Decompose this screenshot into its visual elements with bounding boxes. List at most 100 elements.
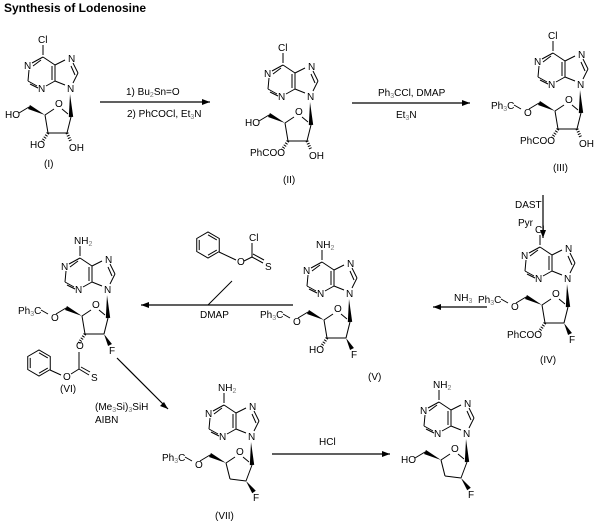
ring-n9: N bbox=[307, 92, 314, 103]
phenoxy-oxygen: O bbox=[63, 372, 71, 383]
ring-n9: N bbox=[67, 84, 74, 95]
aromatic-double-bond bbox=[38, 367, 49, 374]
benzoate-3prime: PhCOO bbox=[520, 136, 555, 147]
chloro-label: Cl bbox=[535, 225, 544, 236]
chloro-label: Cl bbox=[249, 233, 258, 244]
bond bbox=[243, 256, 253, 262]
ring-n7: N bbox=[347, 259, 354, 270]
ether-oxygen: O bbox=[511, 302, 519, 313]
bond bbox=[258, 114, 270, 122]
bond bbox=[54, 80, 66, 86]
bond bbox=[524, 270, 535, 277]
reagent-dast: DAST bbox=[515, 200, 542, 211]
bond bbox=[49, 369, 62, 376]
compound-label-I: (I) bbox=[44, 159, 53, 170]
reaction-arrow-7: HCl bbox=[272, 437, 390, 457]
wedge-bond bbox=[65, 306, 82, 316]
bond bbox=[441, 425, 452, 432]
hydroxyl-2prime: OH bbox=[69, 143, 84, 154]
amino-label: NH2 bbox=[433, 380, 451, 392]
bond bbox=[500, 298, 509, 304]
bond bbox=[223, 404, 237, 414]
chloro-label: Cl bbox=[278, 43, 287, 54]
benzoate-3prime: PhCOO bbox=[507, 330, 542, 341]
ring-n9: N bbox=[577, 80, 584, 91]
wedge-bond bbox=[578, 90, 584, 114]
bond bbox=[349, 270, 355, 281]
bond bbox=[78, 368, 90, 376]
ring-n7: N bbox=[578, 50, 585, 61]
thione-sulfur: S bbox=[265, 262, 272, 273]
bond bbox=[571, 104, 579, 111]
bond bbox=[345, 321, 351, 339]
bond bbox=[81, 309, 92, 317]
bond bbox=[457, 453, 465, 460]
ring-n7: N bbox=[105, 255, 112, 266]
ether-oxygen: O bbox=[524, 108, 532, 119]
bond bbox=[245, 464, 253, 482]
reagent-et3n: Et3N bbox=[396, 110, 417, 122]
ring-oxygen: O bbox=[334, 304, 342, 315]
trityl-label: Ph3C bbox=[260, 310, 283, 322]
bond bbox=[450, 425, 462, 431]
bond bbox=[252, 253, 265, 261]
bond bbox=[563, 306, 569, 324]
ring-n3: N bbox=[434, 429, 441, 440]
bond bbox=[27, 69, 30, 82]
wedge-bond bbox=[347, 299, 353, 323]
reaction-arrow-6: (Me3Si)3SiH AIBN bbox=[95, 357, 169, 426]
amino-label: NH2 bbox=[218, 383, 236, 395]
bond bbox=[64, 281, 75, 288]
bond bbox=[554, 104, 565, 112]
bond bbox=[513, 104, 522, 110]
bond bbox=[40, 309, 49, 315]
hydroxyl-2prime: OH bbox=[579, 139, 594, 150]
ring-oxygen: O bbox=[451, 444, 459, 455]
reagent-aibn: AIBN bbox=[95, 415, 118, 426]
bond bbox=[297, 311, 309, 319]
trityl-label: Ph3C bbox=[478, 295, 501, 307]
bond bbox=[554, 110, 559, 130]
bond bbox=[27, 80, 38, 87]
wedge-bond bbox=[346, 338, 354, 351]
bond bbox=[306, 285, 317, 292]
wedge-bond bbox=[104, 334, 112, 347]
reaction-arrow-4: NH3 bbox=[433, 293, 487, 310]
bond bbox=[235, 428, 247, 434]
wedge-bond bbox=[268, 113, 285, 123]
bond bbox=[242, 456, 250, 463]
thione-sulfur: S bbox=[91, 373, 98, 384]
reagent-hcl: HCl bbox=[319, 437, 336, 448]
ring-oxygen: O bbox=[565, 95, 573, 106]
bond bbox=[414, 451, 426, 459]
hashed-bond bbox=[319, 337, 329, 348]
bond bbox=[44, 114, 49, 134]
aromatic-double-bond bbox=[38, 352, 49, 359]
ring-n3: N bbox=[317, 289, 324, 300]
bond bbox=[285, 88, 296, 95]
reaction-arrow-3: DAST Pyr bbox=[515, 195, 546, 238]
ring-n1: N bbox=[24, 61, 31, 72]
wedge-bond bbox=[105, 295, 111, 319]
bond bbox=[539, 246, 553, 256]
trityl-label: Ph3C bbox=[18, 306, 41, 318]
aromatic-double-bond bbox=[207, 234, 218, 241]
bond bbox=[70, 368, 80, 375]
ring-n3: N bbox=[535, 274, 542, 285]
fluoro-label: F bbox=[468, 490, 474, 501]
bond bbox=[580, 61, 586, 72]
hydroxyl-5prime: HO bbox=[401, 455, 416, 466]
bond bbox=[306, 274, 309, 287]
bond bbox=[199, 454, 211, 462]
bond bbox=[528, 102, 540, 110]
bond bbox=[212, 404, 225, 412]
compound-label-IV: (IV) bbox=[540, 355, 556, 366]
wedge-bond bbox=[538, 101, 555, 111]
hydroxyl-5prime: HO bbox=[245, 118, 260, 129]
